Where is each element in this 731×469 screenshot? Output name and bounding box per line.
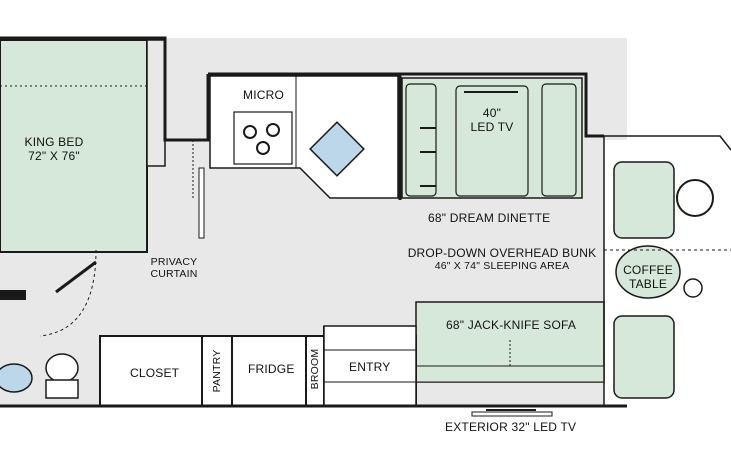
bunk-title: DROP-DOWN OVERHEAD BUNK	[407, 246, 597, 260]
coffee-table	[615, 245, 681, 299]
bunk-size: 46" X 74" SLEEPING AREA	[434, 260, 570, 272]
king-bed-title: KING BED	[24, 135, 84, 149]
closet-label: CLOSET	[130, 366, 180, 380]
king-bed	[0, 39, 148, 253]
cab-dash-icon	[683, 278, 703, 298]
coffee-table-line1: COFFEE	[623, 263, 673, 277]
dinette-bench-right	[541, 83, 577, 197]
entry-label: ENTRY	[349, 360, 391, 374]
privacy-curtain-line2: CURTAIN	[150, 268, 198, 280]
kitchen-counter	[209, 75, 399, 199]
micro-label: MICRO	[243, 88, 284, 102]
cab-seat-top	[613, 161, 675, 239]
pantry-label: PANTRY	[211, 349, 223, 393]
king-bed-label: KING BED 72" X 76"	[8, 135, 100, 163]
sofa-back	[415, 365, 605, 383]
dinette-wall	[400, 72, 604, 138]
stove	[233, 111, 293, 165]
cab-seat-bottom	[613, 315, 675, 399]
king-bed-size: 72" X 76"	[28, 149, 80, 163]
curtain-rail	[198, 167, 205, 239]
broom-label: BROOM	[309, 348, 321, 390]
toilet-tank	[45, 379, 79, 399]
coffee-table-line2: TABLE	[628, 277, 668, 291]
bedroom-wall	[0, 36, 210, 142]
dinette-tv-title: LED TV	[470, 120, 514, 134]
bath-door-swing	[39, 249, 97, 337]
bunk-label: DROP-DOWN OVERHEAD BUNK 46" X 74" SLEEPI…	[404, 246, 600, 272]
exterior-tv	[471, 411, 553, 417]
steering-wheel-icon	[676, 179, 714, 217]
sink	[309, 121, 365, 177]
sofa-label: 68" JACK-KNIFE SOFA	[446, 318, 577, 332]
dinette-tv-size: 40"	[482, 106, 502, 120]
dinette-tv-label: 40" LED TV	[462, 106, 522, 134]
bath-door	[55, 260, 97, 294]
wall-stub	[0, 290, 26, 300]
exterior-tv-label: EXTERIOR 32" LED TV	[445, 420, 577, 434]
fridge-label: FRIDGE	[248, 362, 295, 376]
entry-steps	[323, 325, 417, 407]
burner-icon	[256, 141, 270, 155]
cab-outline	[604, 135, 731, 151]
dinette-table	[455, 85, 529, 197]
privacy-curtain-label: PRIVACY CURTAIN	[148, 256, 200, 280]
toilet	[45, 353, 79, 383]
nightstand	[146, 39, 166, 167]
burner-icon	[266, 123, 280, 137]
privacy-curtain-line1: PRIVACY	[150, 256, 198, 268]
dinette-bench-left	[405, 83, 437, 197]
bath-sink	[0, 363, 33, 393]
coffee-table-label: COFFEE TABLE	[616, 263, 680, 291]
burner-icon	[243, 125, 257, 139]
dinette-label: 68" DREAM DINETTE	[428, 211, 551, 225]
